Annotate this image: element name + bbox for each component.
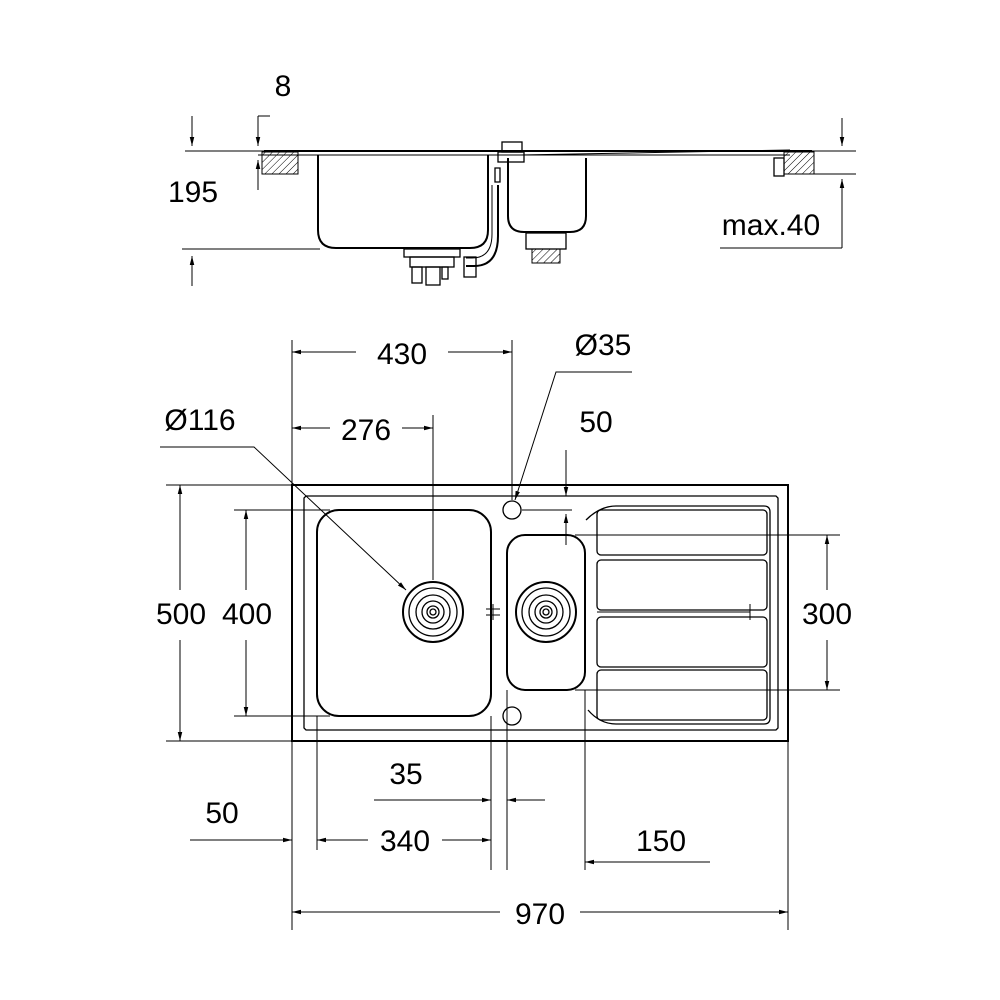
mounting-clip <box>773 157 785 177</box>
overflow-body <box>497 151 525 163</box>
dim-label-276: 276 <box>341 414 391 447</box>
drainer-slope <box>519 149 791 156</box>
large-waste-body <box>409 256 455 268</box>
dim-label-500: 500 <box>156 598 206 631</box>
small-waste-body <box>525 232 567 250</box>
dim-label-50-left: 50 <box>205 797 238 830</box>
drainer-rib-3 <box>596 616 768 668</box>
overflow-hole <box>502 706 522 726</box>
dim-label-50-top: 50 <box>579 406 612 439</box>
small-bowl <box>506 534 586 691</box>
large-bowl <box>316 509 492 717</box>
drainer-outline <box>585 505 771 725</box>
dim-label-970: 970 <box>515 898 565 931</box>
drainer-rib-2 <box>596 559 768 611</box>
sink-inner-rim <box>303 495 779 731</box>
large-waste-tail <box>425 266 441 286</box>
dim-label-diam116: Ø116 <box>164 404 235 437</box>
dim-label-150: 150 <box>636 825 686 858</box>
overflow-clip <box>494 167 501 183</box>
overflow-pipe-outer <box>466 185 499 267</box>
dim-label-8: 8 <box>275 70 292 103</box>
small-waste-icon <box>515 581 577 643</box>
dim-label-400: 400 <box>222 598 272 631</box>
dim-diam116-leader <box>160 446 407 591</box>
dim-label-max40: max.40 <box>722 209 820 242</box>
dim-label-340: 340 <box>380 825 430 858</box>
overflow-pipe-inner <box>466 185 493 259</box>
large-waste-tail-left <box>411 266 423 284</box>
side-view: 8 195 max.40 <box>168 70 856 286</box>
top-view: 430 Ø35 Ø116 276 50 500 400 30 <box>156 329 852 931</box>
overflow-connector <box>463 256 477 278</box>
large-waste-tail-right <box>441 266 449 280</box>
large-bowl-profile <box>317 155 489 249</box>
dim-label-35: 35 <box>389 758 422 791</box>
dim-label-diam35: Ø35 <box>575 329 632 362</box>
drainer-rib-4 <box>596 669 768 721</box>
dim-label-300: 300 <box>802 598 852 631</box>
sink-outer-edge <box>291 484 789 742</box>
dim-diam35-leader <box>514 371 632 501</box>
drainer-rib-1 <box>596 509 768 556</box>
large-waste-flange <box>403 248 461 258</box>
large-waste-icon <box>402 581 464 643</box>
dim-label-195: 195 <box>168 176 218 209</box>
tap-hole <box>502 500 522 520</box>
small-bowl-profile <box>507 158 587 233</box>
small-waste-thread <box>531 248 561 264</box>
dim-label-430: 430 <box>377 338 427 371</box>
